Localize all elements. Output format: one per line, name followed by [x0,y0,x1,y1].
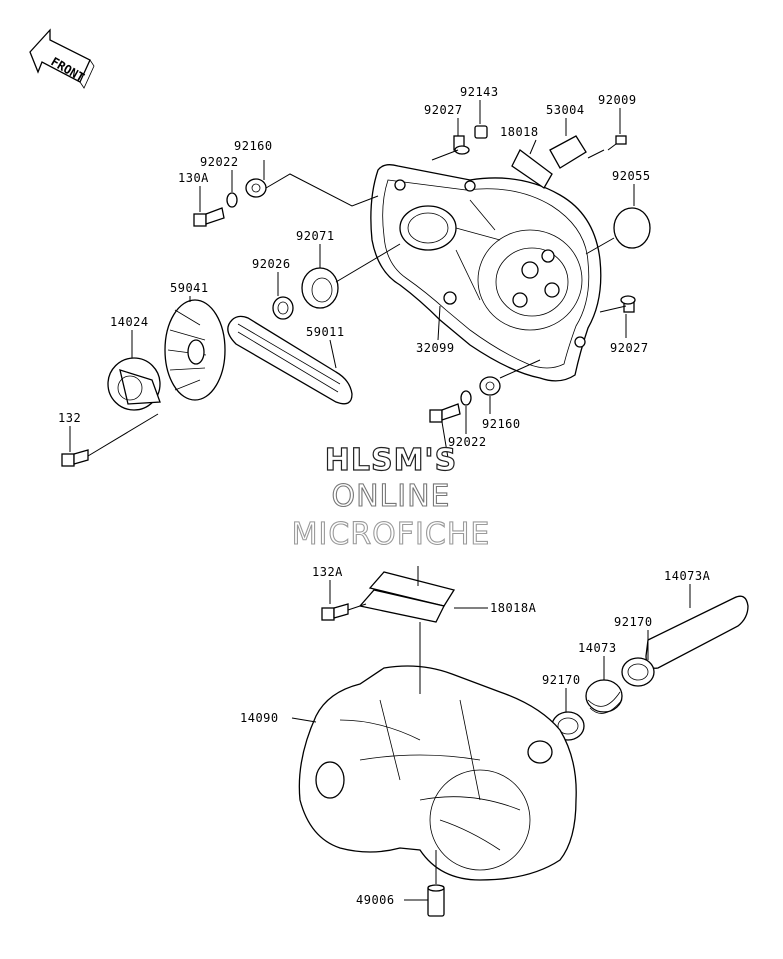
fan-part [164,299,226,401]
screw-part [607,135,627,151]
label-49006: 49006 [356,893,395,907]
label-53004: 53004 [546,103,585,117]
duct-14073a-part [645,595,749,669]
label-92009: 92009 [598,93,637,107]
collar-part [474,125,488,139]
label-14090: 14090 [240,711,279,725]
plug-part [427,884,445,917]
o-ring-part [613,207,651,249]
label-92071: 92071 [296,229,335,243]
watermark: HLSM'S ONLINE MICROFICHE [291,442,491,552]
front-arrow-icon: FRONT [29,28,95,89]
leader-lines [69,100,691,901]
bracket-part [549,135,587,169]
washer-lower-part [460,390,472,406]
label-92027-lower: 92027 [610,341,649,355]
damper-upper-part [245,178,267,198]
watermark-line-3: MICROFICHE [292,517,491,552]
label-92022-upper: 92022 [200,155,239,169]
label-92160-upper: 92160 [234,139,273,153]
label-92143: 92143 [460,85,499,99]
label-14024: 14024 [110,315,149,329]
label-132a: 132A [312,565,343,579]
collar-92027-lower [620,295,636,313]
washer-upper-part [226,192,238,208]
plate-part [511,149,553,189]
label-92026: 92026 [252,257,291,271]
bolt-lower-part [429,403,461,423]
label-14073: 14073 [578,641,617,655]
inner-cover-part [370,164,602,382]
part-labels: 92143 92027 53004 92009 18018 92160 9202… [58,85,711,907]
plate-18018a-part [358,571,456,623]
label-92160-lower: 92160 [482,417,521,431]
drive-belt-part [227,315,353,405]
bolt-132-part [61,449,89,467]
label-59041: 59041 [170,281,209,295]
oil-seal-part [301,267,339,309]
spacer-part [272,296,294,320]
label-130a: 130A [178,171,209,185]
boot-14073-part [585,679,623,714]
outer-cover-part [298,665,577,881]
label-92022-lower: 92022 [448,435,487,449]
label-18018: 18018 [500,125,539,139]
clamp-upper-part [621,657,655,687]
bolt-132a-part [321,603,349,621]
bolt-130a-part [193,207,225,227]
label-132: 132 [58,411,81,425]
label-92027-upper: 92027 [424,103,463,117]
label-92170-lower: 92170 [542,673,581,687]
damper-lower-part [479,376,501,396]
watermark-line-1: HLSM'S [325,443,457,478]
label-18018a: 18018A [490,601,537,615]
fan-cover-part [107,357,161,411]
label-92170-upper: 92170 [614,615,653,629]
watermark-line-2: ONLINE [331,479,450,514]
label-14073a: 14073A [664,569,711,583]
label-92055: 92055 [612,169,651,183]
collar-92027-upper [453,135,470,155]
label-59011: 59011 [306,325,345,339]
label-32099: 32099 [416,341,455,355]
